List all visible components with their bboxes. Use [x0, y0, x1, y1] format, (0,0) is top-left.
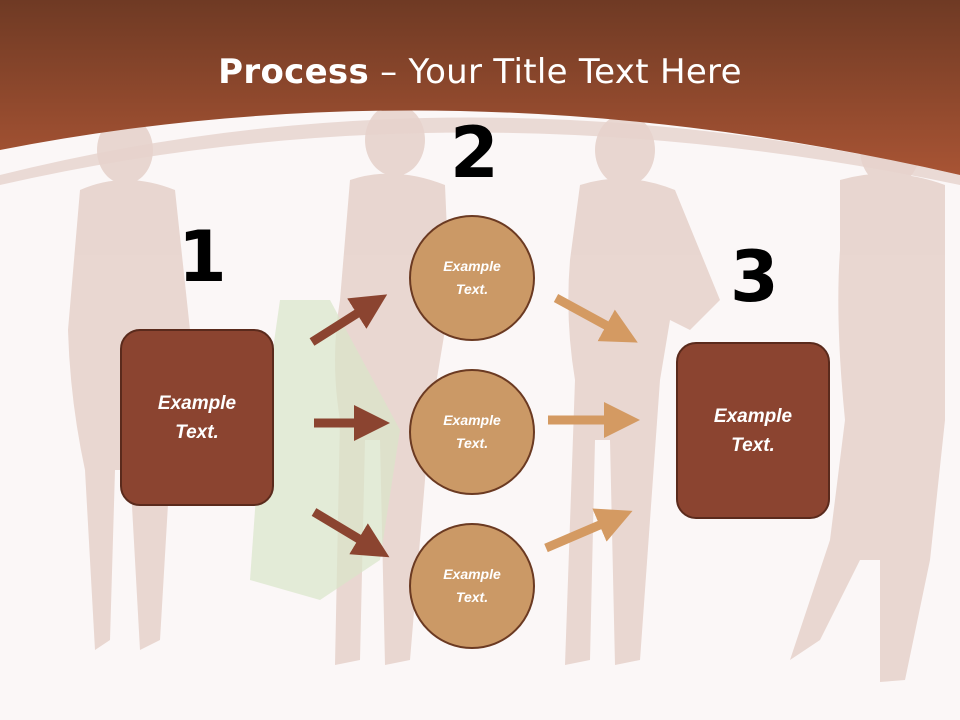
header-band — [0, 0, 960, 185]
step-number-2: 2 — [450, 112, 499, 194]
arrow-to-circle-3 — [311, 508, 390, 558]
step-box-right: Example Text. — [676, 342, 830, 519]
title-rest: – Your Title Text Here — [369, 52, 742, 92]
step-circle-1: Example Text. — [409, 215, 535, 341]
arrow-to-circle-1 — [309, 294, 388, 346]
arrow-from-circle-1 — [553, 294, 638, 343]
arrow-from-circle-3 — [544, 508, 633, 553]
step-circle-2: Example Text. — [409, 369, 535, 495]
title-bold: Process — [218, 52, 370, 92]
step-circle-3-text: Example Text. — [443, 566, 501, 605]
step-circle-2-text: Example Text. — [443, 412, 501, 451]
step-box-right-text: Example Text. — [713, 405, 793, 456]
step-circle-3: Example Text. — [409, 523, 535, 649]
step-circle-1-text: Example Text. — [443, 258, 501, 297]
step-box-left-text: Example Text. — [157, 392, 237, 443]
step-box-left: Example Text. — [120, 329, 274, 506]
slide-title: Process – Your Title Text Here — [0, 52, 960, 92]
step-number-3: 3 — [730, 236, 779, 318]
step-number-1: 1 — [178, 216, 227, 298]
